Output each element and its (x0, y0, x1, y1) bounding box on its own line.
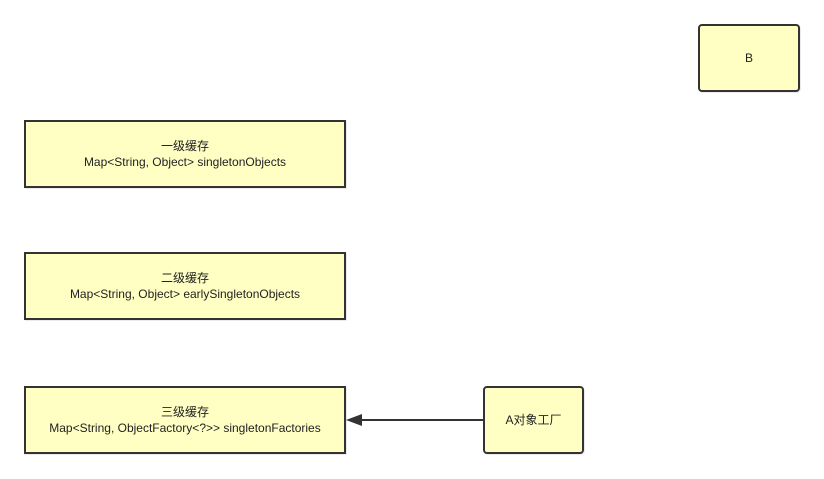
second-level-cache-node: 二级缓存 Map<String, Object> earlySingletonO… (24, 252, 346, 320)
third-level-cache-map: Map<String, ObjectFactory<?>> singletonF… (49, 421, 321, 435)
a-object-factory-label: A对象工厂 (505, 413, 562, 427)
arrowhead-icon (346, 414, 362, 426)
first-level-cache-title: 一级缓存 (160, 139, 209, 153)
b-node: B (698, 24, 800, 92)
third-level-cache-node: 三级缓存 Map<String, ObjectFactory<?>> singl… (24, 386, 346, 454)
first-level-cache-map: Map<String, Object> singletonObjects (83, 155, 287, 169)
second-level-cache-map: Map<String, Object> earlySingletonObject… (69, 287, 301, 301)
a-object-factory-node: A对象工厂 (483, 386, 584, 454)
first-level-cache-node: 一级缓存 Map<String, Object> singletonObject… (24, 120, 346, 188)
third-level-cache-title: 三级缓存 (160, 405, 209, 419)
b-node-label: B (744, 51, 753, 65)
second-level-cache-title: 二级缓存 (160, 271, 209, 285)
